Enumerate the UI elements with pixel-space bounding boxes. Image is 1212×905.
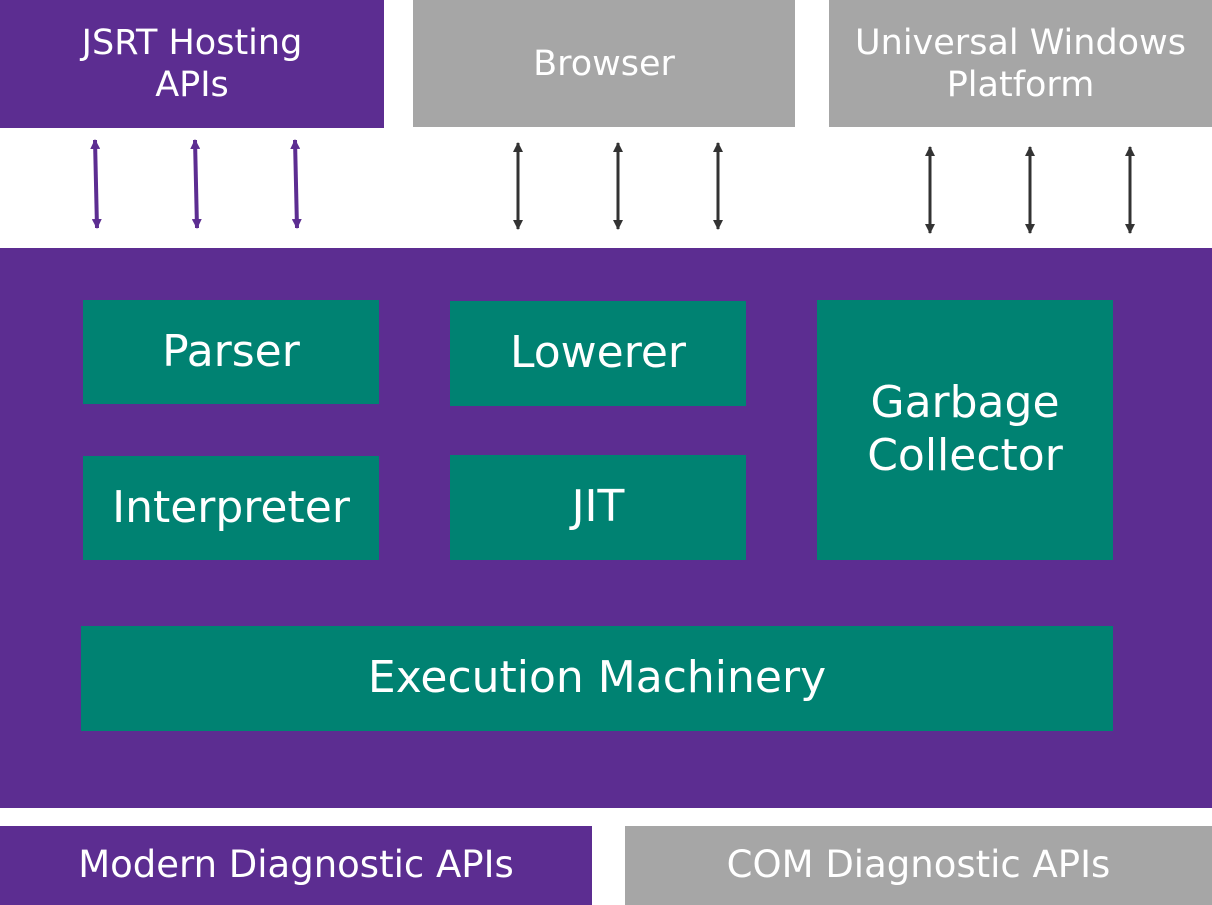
lowerer-box: Lowerer [450,301,746,406]
com-diagnostic-apis-label: COM Diagnostic APIs [726,843,1111,887]
jit-box: JIT [450,455,746,560]
interpreter-box: Interpreter [83,456,379,560]
jsrt-arrow-3 [290,139,302,229]
jsrt-hosting-apis-box: JSRT Hosting APIs [0,0,384,128]
execution-machinery-label: Execution Machinery [367,652,827,704]
garbage-collector-box: Garbage Collector [817,300,1113,560]
browser-label: Browser [533,43,675,84]
modern-diagnostic-apis-box: Modern Diagnostic APIs [0,826,592,905]
uwp-box: Universal Windows Platform [829,0,1212,127]
modern-diagnostic-apis-label: Modern Diagnostic APIs [78,843,514,887]
execution-machinery-box: Execution Machinery [81,626,1113,731]
com-diagnostic-apis-box: COM Diagnostic APIs [625,826,1212,905]
jit-label: JIT [571,481,625,533]
interpreter-label: Interpreter [112,481,350,533]
browser-box: Browser [413,0,795,127]
lowerer-label: Lowerer [510,327,686,379]
parser-box: Parser [83,300,379,404]
jsrt-hosting-apis-label: JSRT Hosting APIs [81,23,303,105]
uwp-label: Universal Windows Platform [855,22,1186,105]
jsrt-arrow-1 [90,139,102,229]
jsrt-arrow-2 [190,139,202,229]
parser-label: Parser [162,325,300,377]
garbage-collector-label: Garbage Collector [867,377,1063,481]
